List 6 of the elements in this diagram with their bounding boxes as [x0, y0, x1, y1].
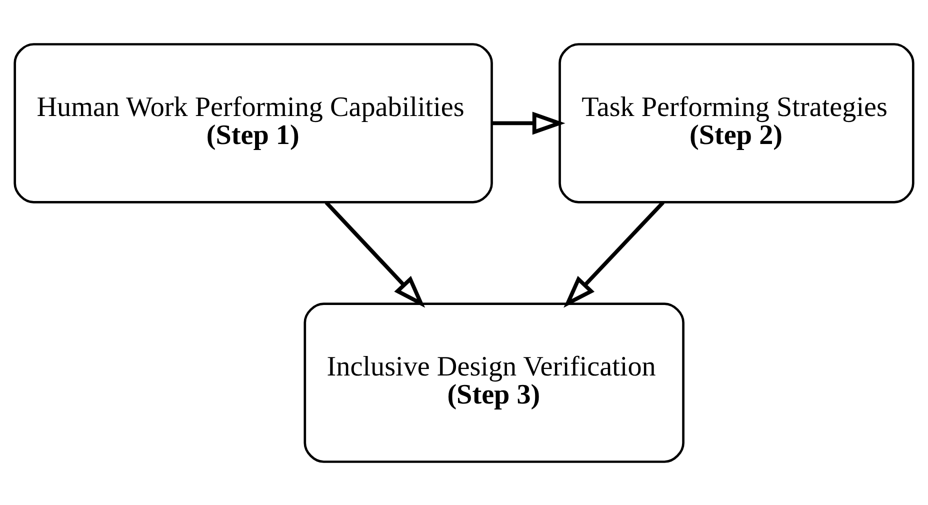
- node-box: Human Work Performing Capabilities (Step 1): [14, 42, 493, 203]
- node-box: Inclusive Design Verification (Step 3): [304, 302, 684, 462]
- arrow: [564, 200, 664, 308]
- arrow: [324, 200, 426, 308]
- arrow: [492, 111, 566, 134]
- node-box: Task Performing Strategies (Step 2): [558, 42, 914, 203]
